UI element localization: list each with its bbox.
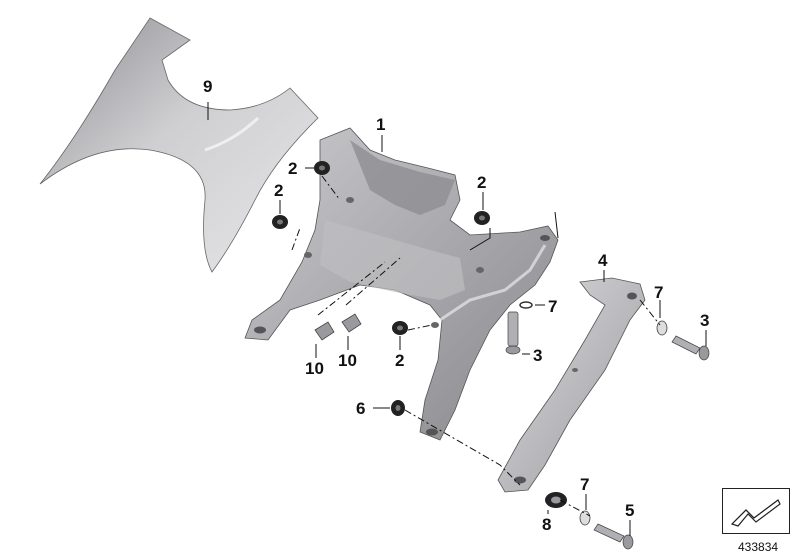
screw-3a: [505, 311, 521, 355]
rubber-grommet-2a: [314, 161, 330, 175]
washer-7c: [579, 510, 591, 526]
callout-2d: 2: [395, 351, 404, 370]
callout-7a: 7: [548, 297, 557, 316]
callout-7c: 7: [580, 475, 589, 494]
callout-5: 5: [625, 501, 634, 520]
washer-7b: [656, 320, 668, 336]
rubber-grommet-2c: [474, 211, 490, 225]
clip-nut-10a: [314, 321, 335, 341]
callout-3a: 3: [533, 346, 542, 365]
callout-8: 8: [542, 515, 551, 534]
callout-3b: 3: [700, 311, 709, 330]
callout-7b: 7: [654, 283, 663, 302]
rubber-grommet-2d: [392, 321, 408, 335]
reference-stamp-icon: [722, 488, 790, 534]
callout-10b: 10: [338, 351, 357, 370]
main-frame-part-1: [244, 127, 559, 441]
clip-nut-10b: [341, 313, 362, 333]
screw-5: [593, 523, 634, 550]
callout-2a: 2: [288, 159, 297, 178]
callout-2b: 2: [274, 181, 283, 200]
callout-6: 6: [356, 399, 365, 418]
washer-7a: [519, 301, 533, 309]
rubber-grommet-2b: [272, 215, 288, 229]
callout-1: 1: [376, 115, 385, 134]
screw-3b: [671, 335, 710, 361]
rubber-buffer-6: [391, 400, 405, 416]
bracket-part-4: [497, 277, 646, 493]
callout-2c: 2: [477, 173, 486, 192]
grommet-8: [545, 492, 567, 508]
callout-labels: 9 1 2 2 2 2 10 10 4 7 3 3 6 7 5 8 7: [203, 77, 709, 534]
callout-10a: 10: [305, 359, 324, 378]
cover-part-9: [39, 17, 319, 273]
leader-lines: [207, 102, 707, 536]
callout-4: 4: [598, 251, 608, 270]
callout-9: 9: [203, 77, 212, 96]
document-number: 433834: [738, 540, 779, 554]
